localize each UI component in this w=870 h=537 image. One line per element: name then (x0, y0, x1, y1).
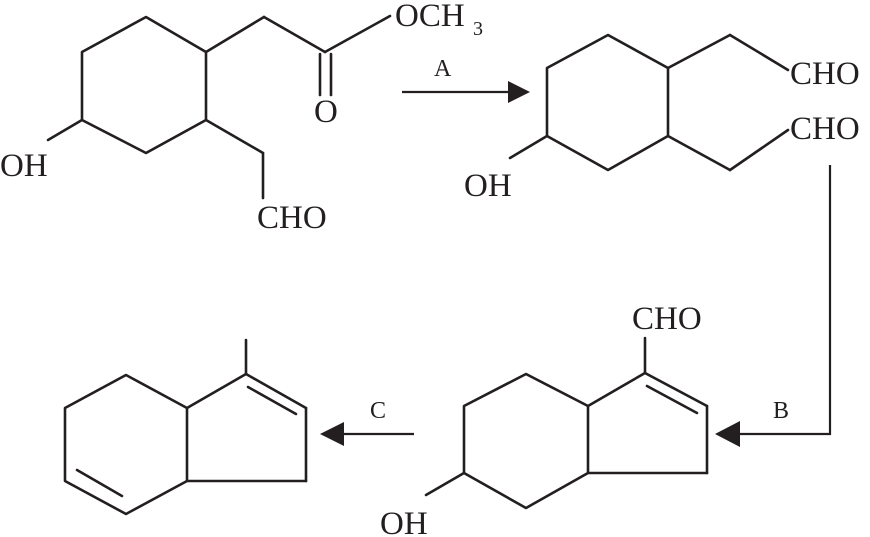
compound-1: OCH 3 O OH CHO (0, 0, 483, 236)
compound-3-bonds (424, 336, 709, 510)
ester-methoxy-label: OCH (395, 0, 465, 34)
arrow-a-label: A (434, 56, 452, 82)
arrow-b: B (715, 165, 832, 447)
arrow-c: C (320, 398, 414, 446)
carbonyl-oxygen-label: O (314, 94, 338, 130)
compound-1-bonds (46, 14, 392, 200)
compound-3: CHO OH (380, 301, 709, 537)
compound-4-bonds (63, 338, 308, 516)
compound-2-aldehyde-bottom-label: CHO (790, 111, 860, 147)
compound-2-aldehyde-top-label: CHO (790, 56, 860, 92)
compound-4 (63, 338, 308, 516)
compound-2: CHO CHO OH (464, 33, 860, 204)
compound-1-hydroxyl-label: OH (0, 148, 48, 184)
arrow-b-label: B (773, 398, 789, 424)
compound-2-bonds (508, 33, 790, 172)
ester-methyl-subscript: 3 (473, 18, 483, 40)
compound-3-aldehyde-label: CHO (632, 301, 702, 337)
compound-2-hydroxyl-label: OH (464, 168, 512, 204)
arrow-a: A (402, 56, 530, 103)
compound-3-hydroxyl-label: OH (380, 506, 428, 537)
arrow-c-label: C (370, 398, 386, 424)
compound-1-aldehyde-label: CHO (257, 200, 327, 236)
